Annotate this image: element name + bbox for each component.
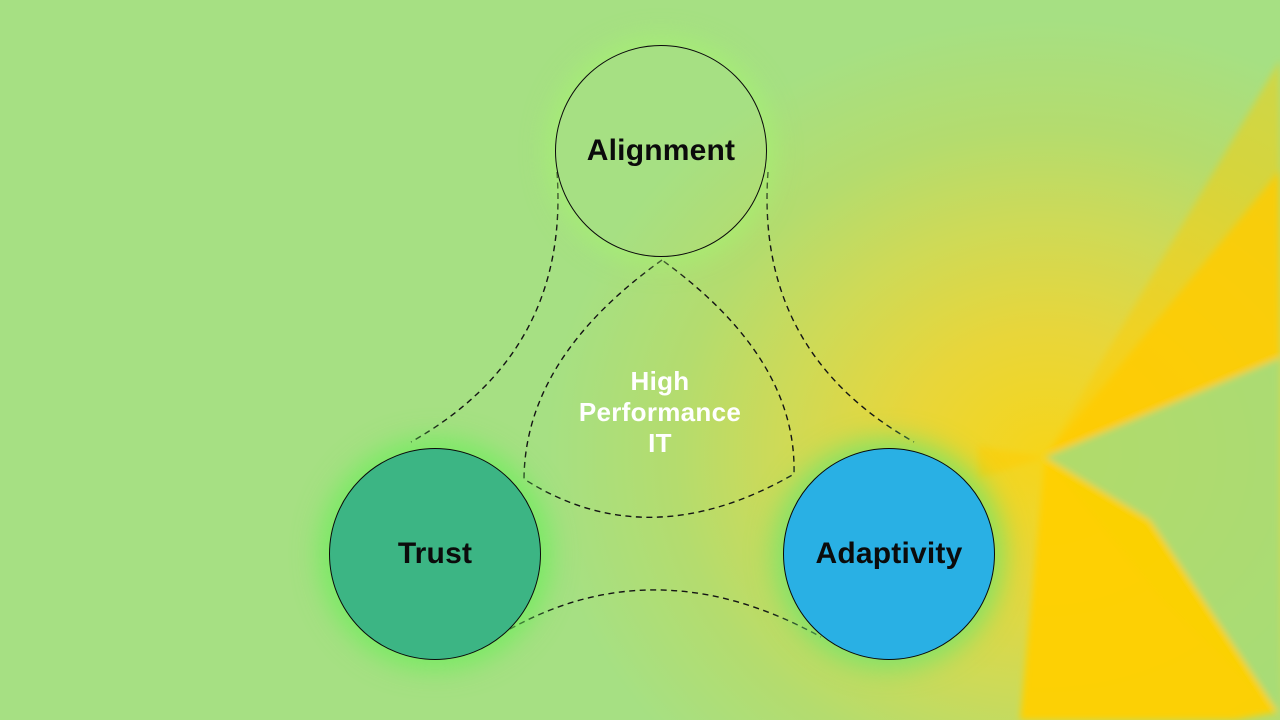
- center-title: High Performance IT: [578, 366, 742, 458]
- outer-arc-alignment-adaptivity: [766, 171, 915, 443]
- outer-arc-alignment-trust: [410, 171, 559, 443]
- circle-adaptivity-label: Adaptivity: [815, 537, 963, 570]
- inner-rounded-triangle: [523, 259, 795, 518]
- facet-gold-bottom-wedge: [1020, 457, 1278, 720]
- facet-green-band: [1045, 358, 1280, 712]
- facet-gold-upper: [1045, 170, 1280, 457]
- circle-alignment-label: Alignment: [586, 134, 736, 167]
- circle-alignment: Alignment: [555, 45, 767, 257]
- circle-trust: Trust: [329, 448, 541, 660]
- outer-arc-trust-adaptivity: [509, 589, 822, 638]
- circle-adaptivity: Adaptivity: [783, 448, 995, 660]
- facet-gold-left-tongue: [978, 446, 1045, 479]
- circle-trust-label: Trust: [397, 537, 473, 570]
